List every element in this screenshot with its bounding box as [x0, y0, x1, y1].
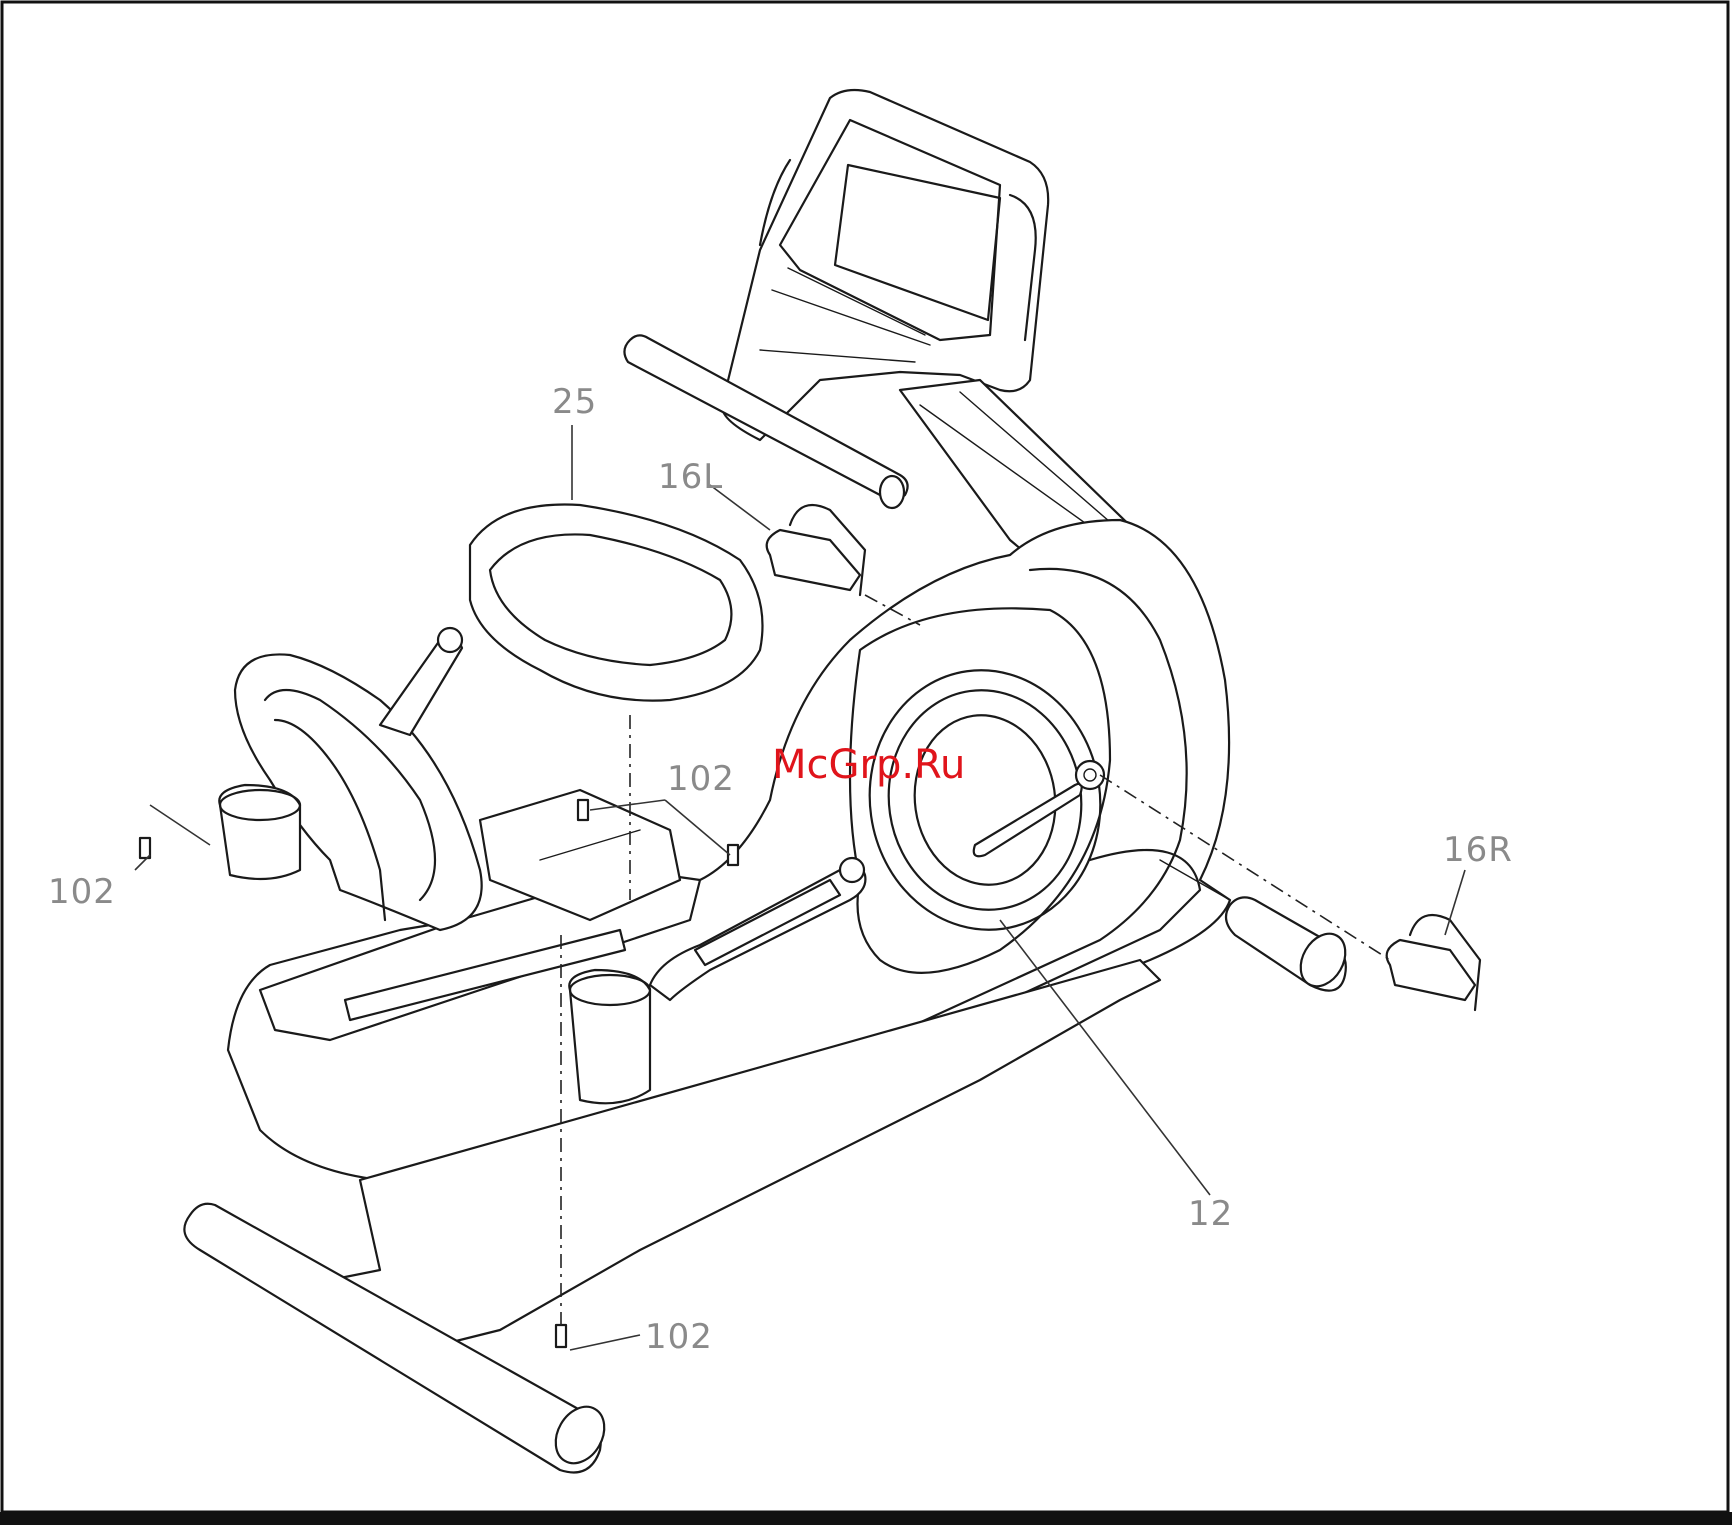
cup-holder-right [569, 970, 650, 1103]
label-pedal-right: 16R [1443, 830, 1513, 870]
label-pedal-left: 16L [658, 457, 723, 497]
bottom-rule [0, 1512, 1732, 1525]
label-bolt-left: 102 [48, 872, 116, 912]
label-side-cover: 12 [1188, 1194, 1233, 1234]
watermark: McGrp.Ru [772, 742, 965, 788]
label-seat-cushion: 25 [552, 382, 597, 422]
cup-holder-left [219, 785, 300, 879]
backrest [235, 628, 482, 930]
seat-cushion [470, 505, 763, 701]
console [722, 90, 1048, 440]
pedal-right [1387, 915, 1480, 1010]
label-bolt-bottom: 102 [645, 1317, 713, 1357]
pedal-left [767, 505, 865, 595]
label-bolt-upper: 102 [667, 759, 735, 799]
